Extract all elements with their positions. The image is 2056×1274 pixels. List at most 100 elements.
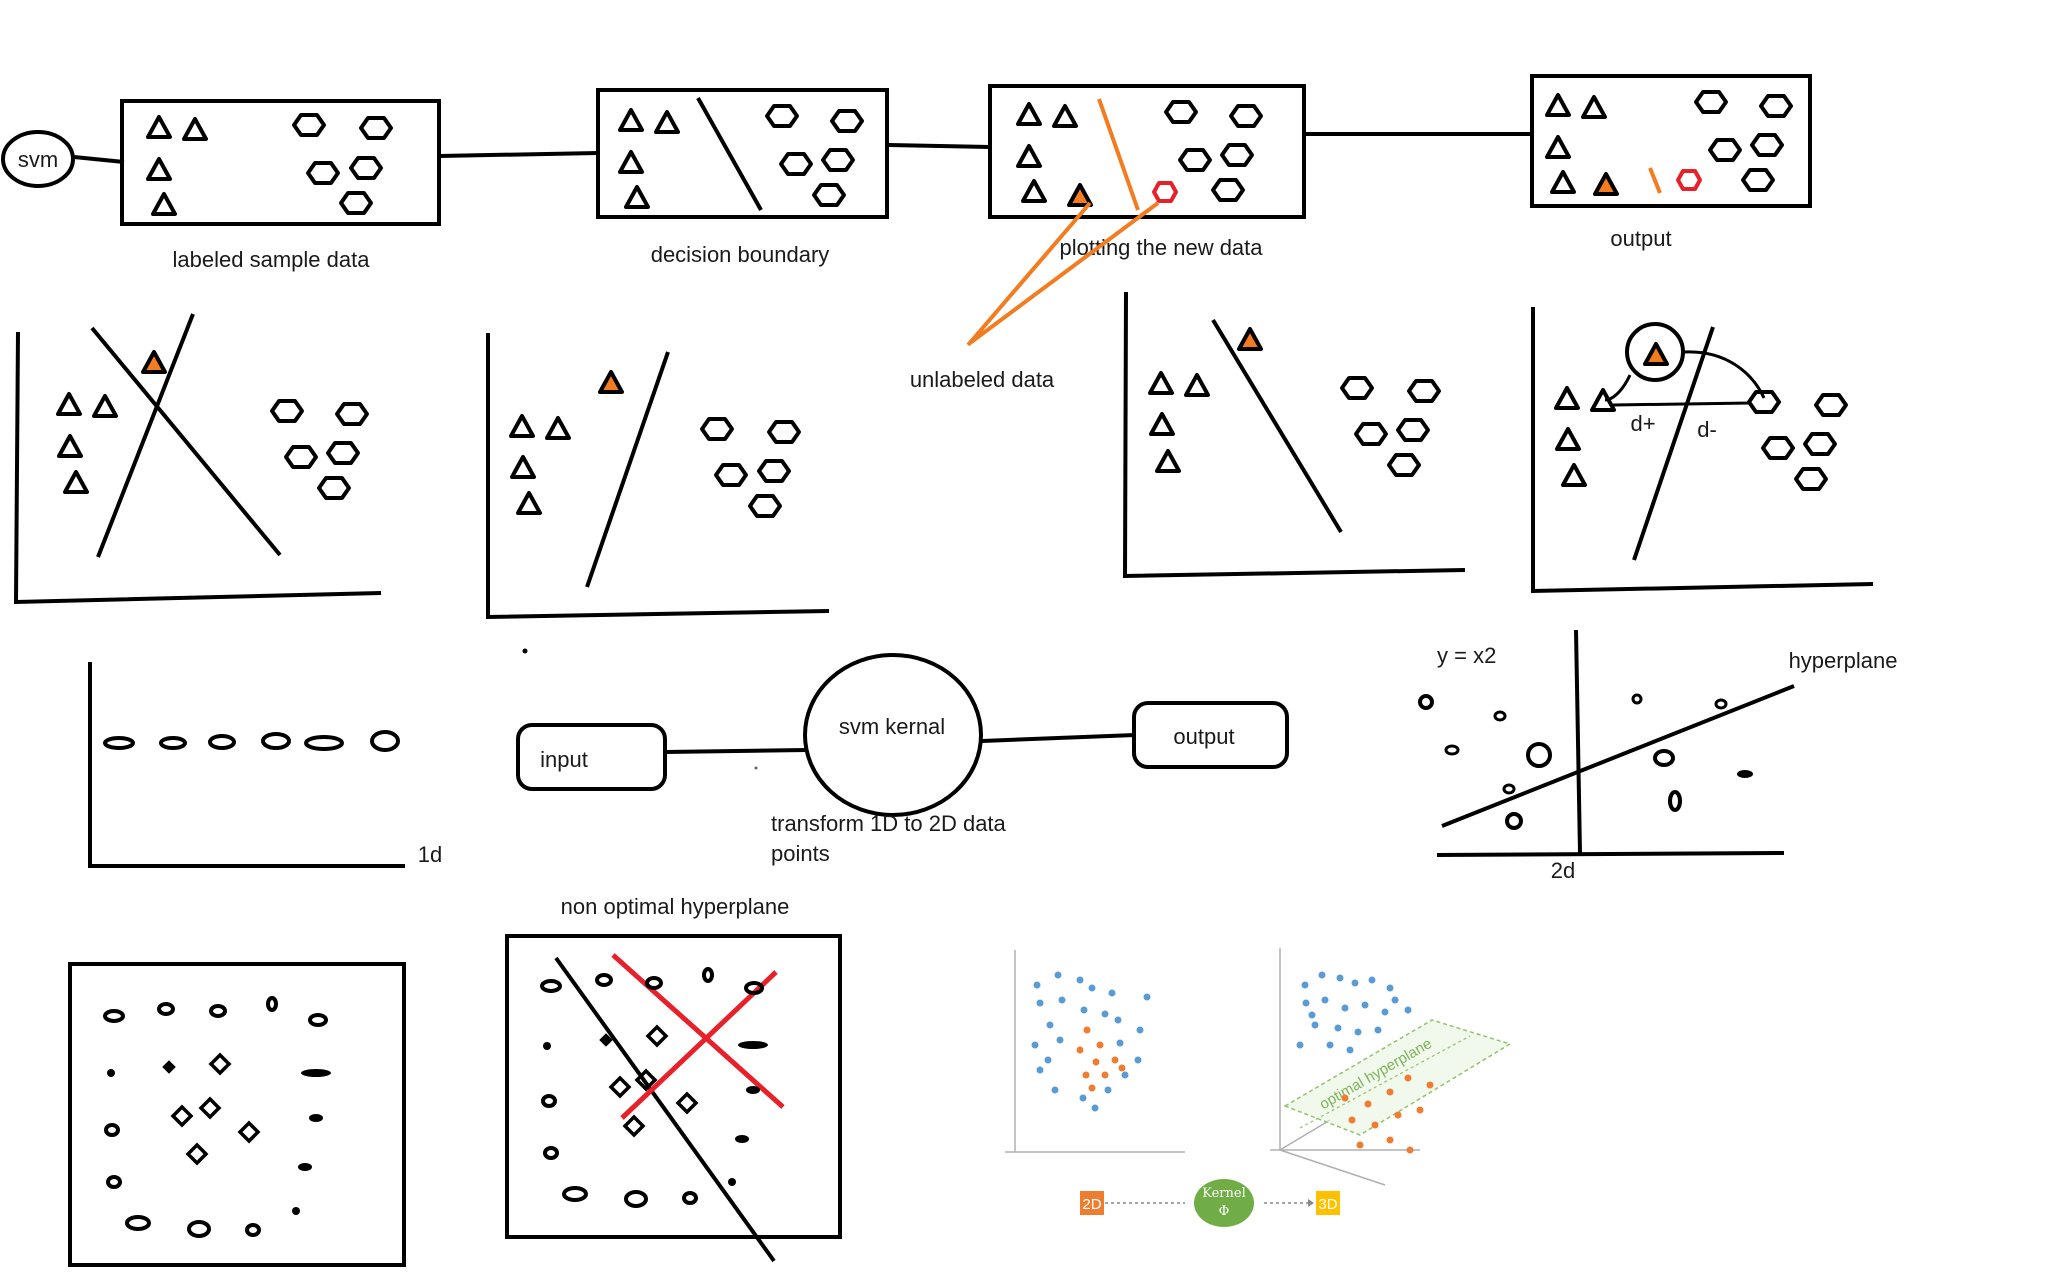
data-point [292, 1207, 300, 1215]
scatter-dot [1079, 1094, 1087, 1102]
data-point [1505, 812, 1523, 830]
data-point [735, 1135, 749, 1143]
scatter-dot [1356, 1141, 1364, 1149]
scatter-dot [1326, 1041, 1334, 1049]
phi-label: Φ [1219, 1204, 1230, 1219]
scatter-dot [1321, 996, 1329, 1004]
triangle-icon [1016, 144, 1042, 168]
hexagon-icon [359, 116, 393, 140]
triangle-icon [618, 108, 644, 132]
output-mid-label: output [1173, 724, 1234, 749]
scatter-dot [1104, 1086, 1112, 1094]
output-top-caption: output [1610, 226, 1671, 251]
data-point [540, 979, 562, 993]
boundary-line [1211, 318, 1343, 534]
triangle-icon [146, 115, 172, 139]
badge-2d-label: 2D [1082, 1196, 1101, 1213]
hexagon-icon [1220, 143, 1254, 167]
stray-dot [522, 648, 528, 654]
scatter-dot [1036, 999, 1044, 1007]
scatter-dot [1386, 1136, 1394, 1144]
diamond-icon [599, 1033, 613, 1047]
scatter-dot [1092, 1058, 1100, 1066]
input-node [516, 723, 667, 791]
optimal-hyperplane-plane [1283, 1019, 1512, 1136]
diamond-icon [199, 1097, 221, 1119]
scatter-dot [1096, 1041, 1104, 1049]
scatter-dot [1051, 1086, 1059, 1094]
data-point [125, 1215, 151, 1231]
scatter-dot [1044, 1056, 1052, 1064]
hexagon-icon [821, 148, 855, 172]
scatter-dot [1301, 981, 1309, 989]
hexagon-icon [1803, 432, 1837, 456]
scatter-dot [1136, 1026, 1144, 1034]
scatter-dot [1386, 1088, 1394, 1096]
decision-line [696, 97, 763, 211]
triangle-icon [1184, 373, 1210, 397]
svm-kernal-node [803, 653, 983, 817]
scatter-dot [1101, 1071, 1109, 1079]
data-point [106, 1175, 122, 1189]
hexagon-icon [326, 441, 360, 465]
data-point [645, 976, 663, 990]
hyperplane-label: hyperplane [1789, 648, 1898, 673]
data-point [728, 1178, 736, 1186]
connector [438, 151, 599, 158]
badge-2d [1080, 1191, 1104, 1215]
scatter-dot [1318, 971, 1326, 979]
hexagon-icon [1164, 100, 1198, 124]
data-point [1737, 770, 1753, 778]
data-point [266, 996, 278, 1012]
data-point [543, 1042, 551, 1050]
hexagon-icon [1741, 168, 1775, 192]
kernel-label: Kernel [1202, 1186, 1246, 1201]
data-point [245, 1223, 261, 1237]
triangle-icon [151, 192, 177, 216]
scatter-dot [1091, 1104, 1099, 1112]
hexagon-icon [270, 399, 304, 423]
data-point [1714, 698, 1728, 710]
data-point [1631, 693, 1643, 705]
data-point [1653, 749, 1675, 767]
diamond-icon [646, 1025, 668, 1047]
hexagon-icon [1708, 138, 1742, 162]
unlabeled-triangle-icon [1067, 183, 1093, 207]
scatter-dot [1308, 1011, 1316, 1019]
scatter-dot [1334, 1024, 1342, 1032]
hexagon-icon [1794, 467, 1828, 491]
hexagon-icon [812, 183, 846, 207]
output-box-top [1530, 74, 1812, 208]
triangle-icon [56, 392, 82, 416]
hexagon-icon [1229, 104, 1263, 128]
scatter-dot [1348, 1116, 1356, 1124]
boundary-line [96, 313, 195, 558]
hexagon-icon [1178, 148, 1212, 172]
scatter-dot [1134, 1056, 1142, 1064]
connector [981, 733, 1136, 743]
data-point [157, 1002, 175, 1016]
scatter-dot [1364, 1100, 1372, 1108]
data-point [702, 967, 714, 983]
scatter-dot [1076, 976, 1084, 984]
pointer-line [966, 201, 1092, 347]
hexagon-icon [1759, 94, 1793, 118]
data-point [595, 973, 613, 987]
distance-arc [1683, 350, 1766, 399]
triangle-icon [624, 185, 650, 209]
scatter-dot [1058, 996, 1066, 1004]
hexagon-icon [1694, 90, 1728, 114]
data-point [738, 1041, 768, 1049]
classified-triangle-icon [1593, 172, 1619, 196]
triangle-icon [1155, 449, 1181, 473]
data-point [261, 732, 291, 750]
triangle-icon [182, 117, 208, 141]
diamond-icon [209, 1053, 231, 1075]
scatter-dot [1296, 1041, 1304, 1049]
output-node [1132, 701, 1289, 769]
hexagon-icon [317, 476, 351, 500]
graph-2d-hyperplane: y = x2 hyperplane 2d [1418, 629, 1898, 883]
triangle-icon [1148, 371, 1174, 395]
d-plus-label: d+ [1630, 411, 1655, 436]
hexagon-icon [284, 445, 318, 469]
